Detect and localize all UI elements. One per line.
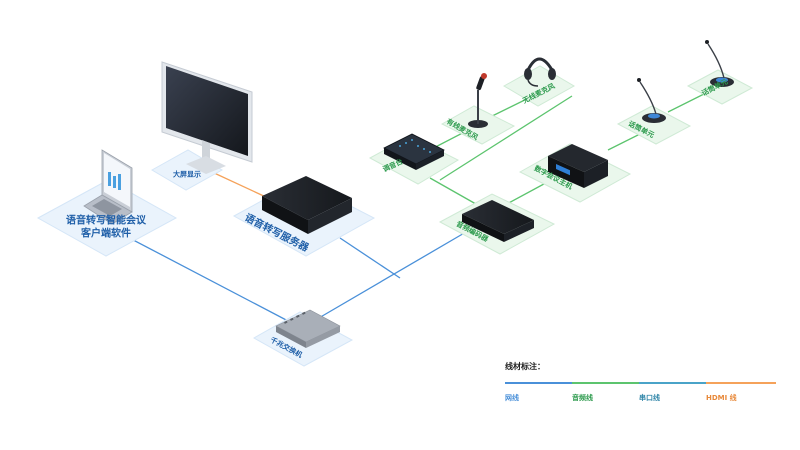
legend-item-network: 网线 xyxy=(505,382,575,403)
legend-label-serial: 串口线 xyxy=(639,394,660,402)
legend-label-hdmi: HDMI 线 xyxy=(706,394,737,402)
client-label: 语音转写智能会议 客户端软件 xyxy=(66,216,146,241)
legend-label-audio: 音频线 xyxy=(572,394,593,402)
laptop-icon xyxy=(83,149,133,225)
monitor-icon xyxy=(161,61,253,174)
audio-line-headset-mixer xyxy=(439,95,573,181)
audio-encoder-icon xyxy=(462,200,534,242)
display-label: 大屏显示 xyxy=(173,170,201,179)
legend-line-serial xyxy=(639,382,709,384)
gooseneck-mic-icon-2 xyxy=(705,40,734,87)
legend-item-audio: 音频线 xyxy=(572,382,642,403)
speaker-unit-1-platform xyxy=(616,105,692,145)
wired-mic-icon xyxy=(468,73,488,128)
legend-item-serial: 串口线 xyxy=(639,382,709,403)
legend-title: 线材标注： xyxy=(505,362,545,371)
mixer-icon xyxy=(383,133,445,170)
gooseneck-mic-icon-1 xyxy=(637,78,666,123)
legend-line-network xyxy=(505,382,575,384)
legend-line-audio xyxy=(572,382,642,384)
client-label-line2: 客户端软件 xyxy=(81,228,131,239)
legend-label-network: 网线 xyxy=(505,394,519,402)
headset-platform xyxy=(502,65,576,107)
legend-line-hdmi xyxy=(706,382,776,384)
switch-hardware-icon xyxy=(275,309,341,348)
client-label-line1: 语音转写智能会议 xyxy=(66,215,146,227)
conference-host-icon xyxy=(548,144,608,188)
headset-icon xyxy=(524,57,556,87)
network-line-client-switch xyxy=(117,231,291,323)
server-icon xyxy=(262,176,352,234)
devices xyxy=(83,40,734,348)
network-line-switch-encoder xyxy=(311,231,467,323)
hdmi-line-server-display xyxy=(211,171,269,199)
legend-item-hdmi: HDMI 线 xyxy=(706,382,776,403)
speaker-unit-2-platform xyxy=(686,69,754,105)
network-line-server-bus xyxy=(339,237,401,279)
